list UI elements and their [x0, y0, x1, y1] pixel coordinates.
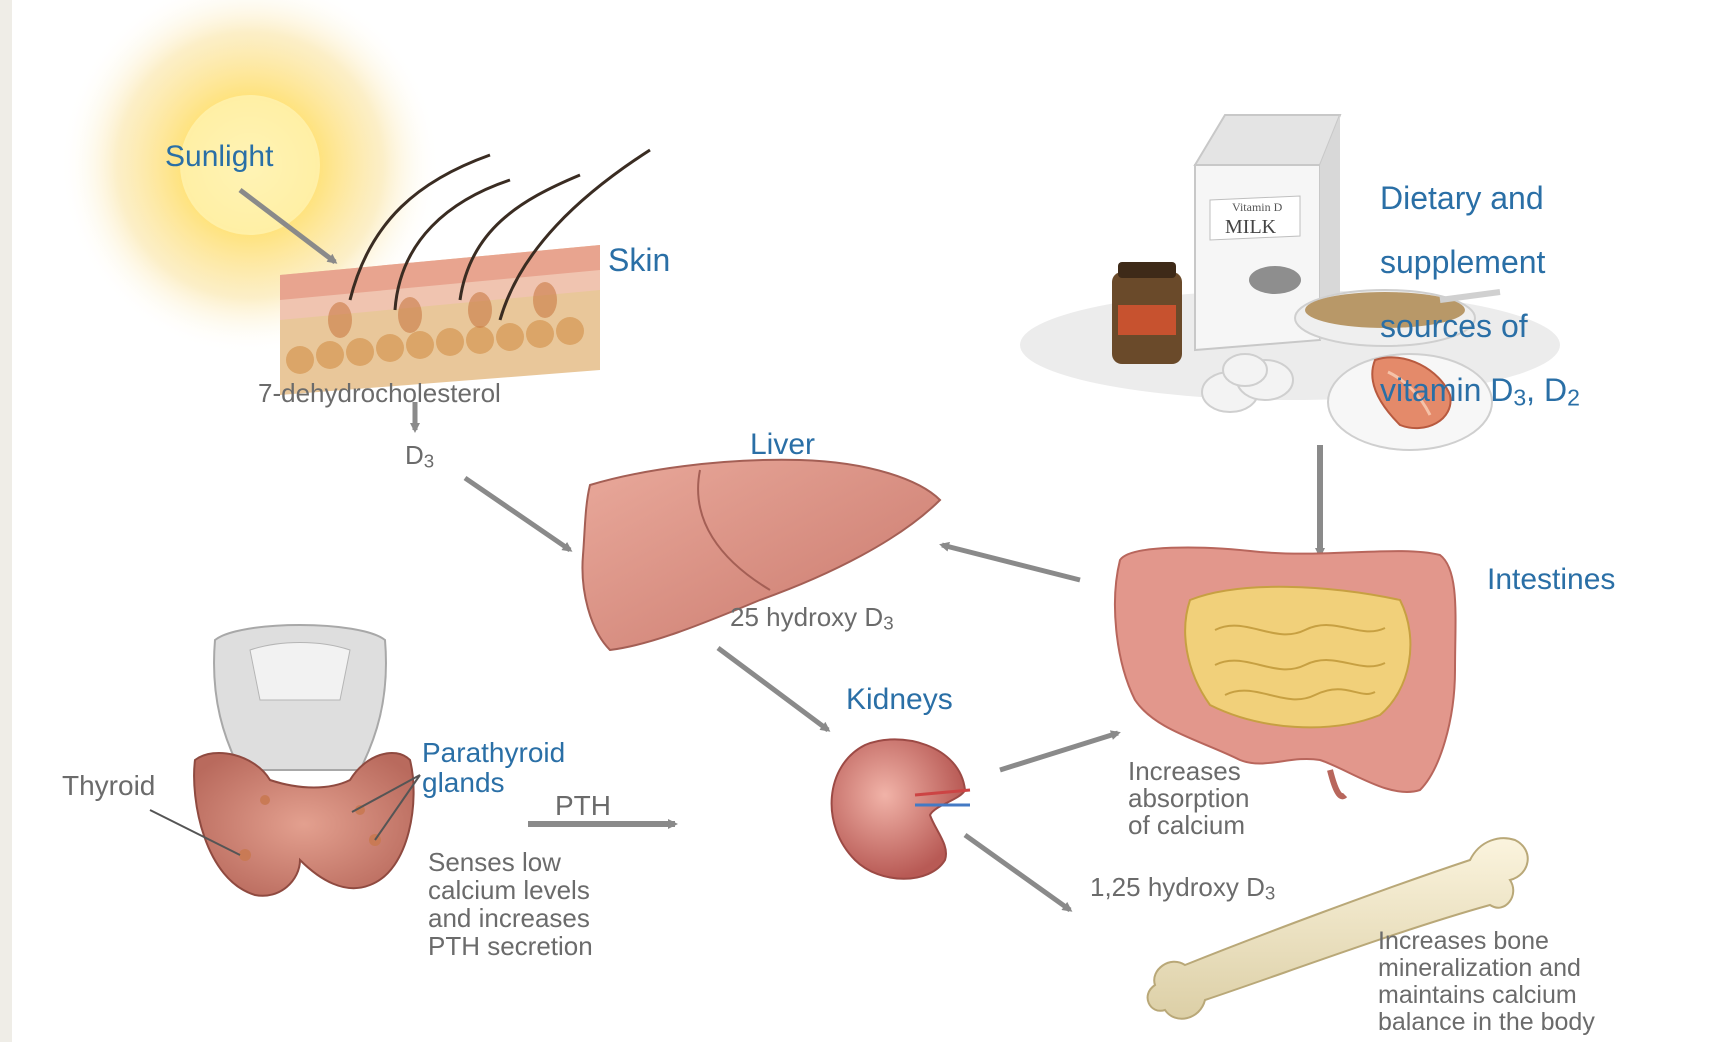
d3-subscript: 3: [424, 451, 434, 472]
dietary-line-4: vitamin D3, D2: [1380, 374, 1580, 414]
milk-small-label: Vitamin D: [1232, 200, 1282, 215]
parathyroid-label: Parathyroid glands: [422, 738, 565, 798]
hydroxy25-subscript: 3: [883, 613, 893, 634]
milk-label: MILK: [1225, 216, 1276, 239]
hydroxy25-base: 25 hydroxy D: [730, 602, 883, 632]
pth-label: PTH: [555, 790, 611, 822]
kidney-icon: [832, 739, 970, 878]
precursor-label: 7-dehydrocholesterol: [258, 378, 501, 409]
liver-label: Liver: [750, 428, 815, 462]
d3-base: D: [405, 440, 424, 470]
dietary-line-1: Dietary and: [1380, 182, 1580, 214]
hydroxy125-base: 1,25 hydroxy D: [1090, 872, 1265, 902]
absorption-label: Increases absorption of calcium: [1128, 758, 1249, 839]
senses-label: Senses low calcium levels and increases …: [428, 848, 593, 960]
hydroxy25-label: 25 hydroxy D3: [730, 602, 894, 635]
kidneys-label: Kidneys: [846, 683, 953, 717]
bone-effect-label: Increases bone mineralization and mainta…: [1378, 928, 1595, 1036]
dietary-line-2: supplement: [1380, 246, 1580, 278]
d3-label: D3: [405, 440, 434, 473]
dietary-line-4a: vitamin D: [1380, 372, 1513, 408]
thyroid-label: Thyroid: [62, 770, 155, 802]
supplement-bottle-icon: [1112, 262, 1182, 364]
hydroxy125-subscript: 3: [1265, 883, 1275, 904]
dietary-label: Dietary and supplement sources of vitami…: [1380, 150, 1580, 446]
dietary-sub-2: 2: [1567, 385, 1580, 411]
skin-label: Skin: [608, 242, 670, 279]
hydroxy125-label: 1,25 hydroxy D3: [1090, 872, 1275, 905]
intestines-label: Intestines: [1487, 563, 1615, 597]
thyroid-icon: [150, 625, 420, 896]
dietary-line-3: sources of: [1380, 310, 1580, 342]
dietary-sub-1: 3: [1513, 385, 1526, 411]
dietary-line-4b: , D: [1526, 372, 1567, 408]
sunlight-label: Sunlight: [165, 140, 273, 174]
